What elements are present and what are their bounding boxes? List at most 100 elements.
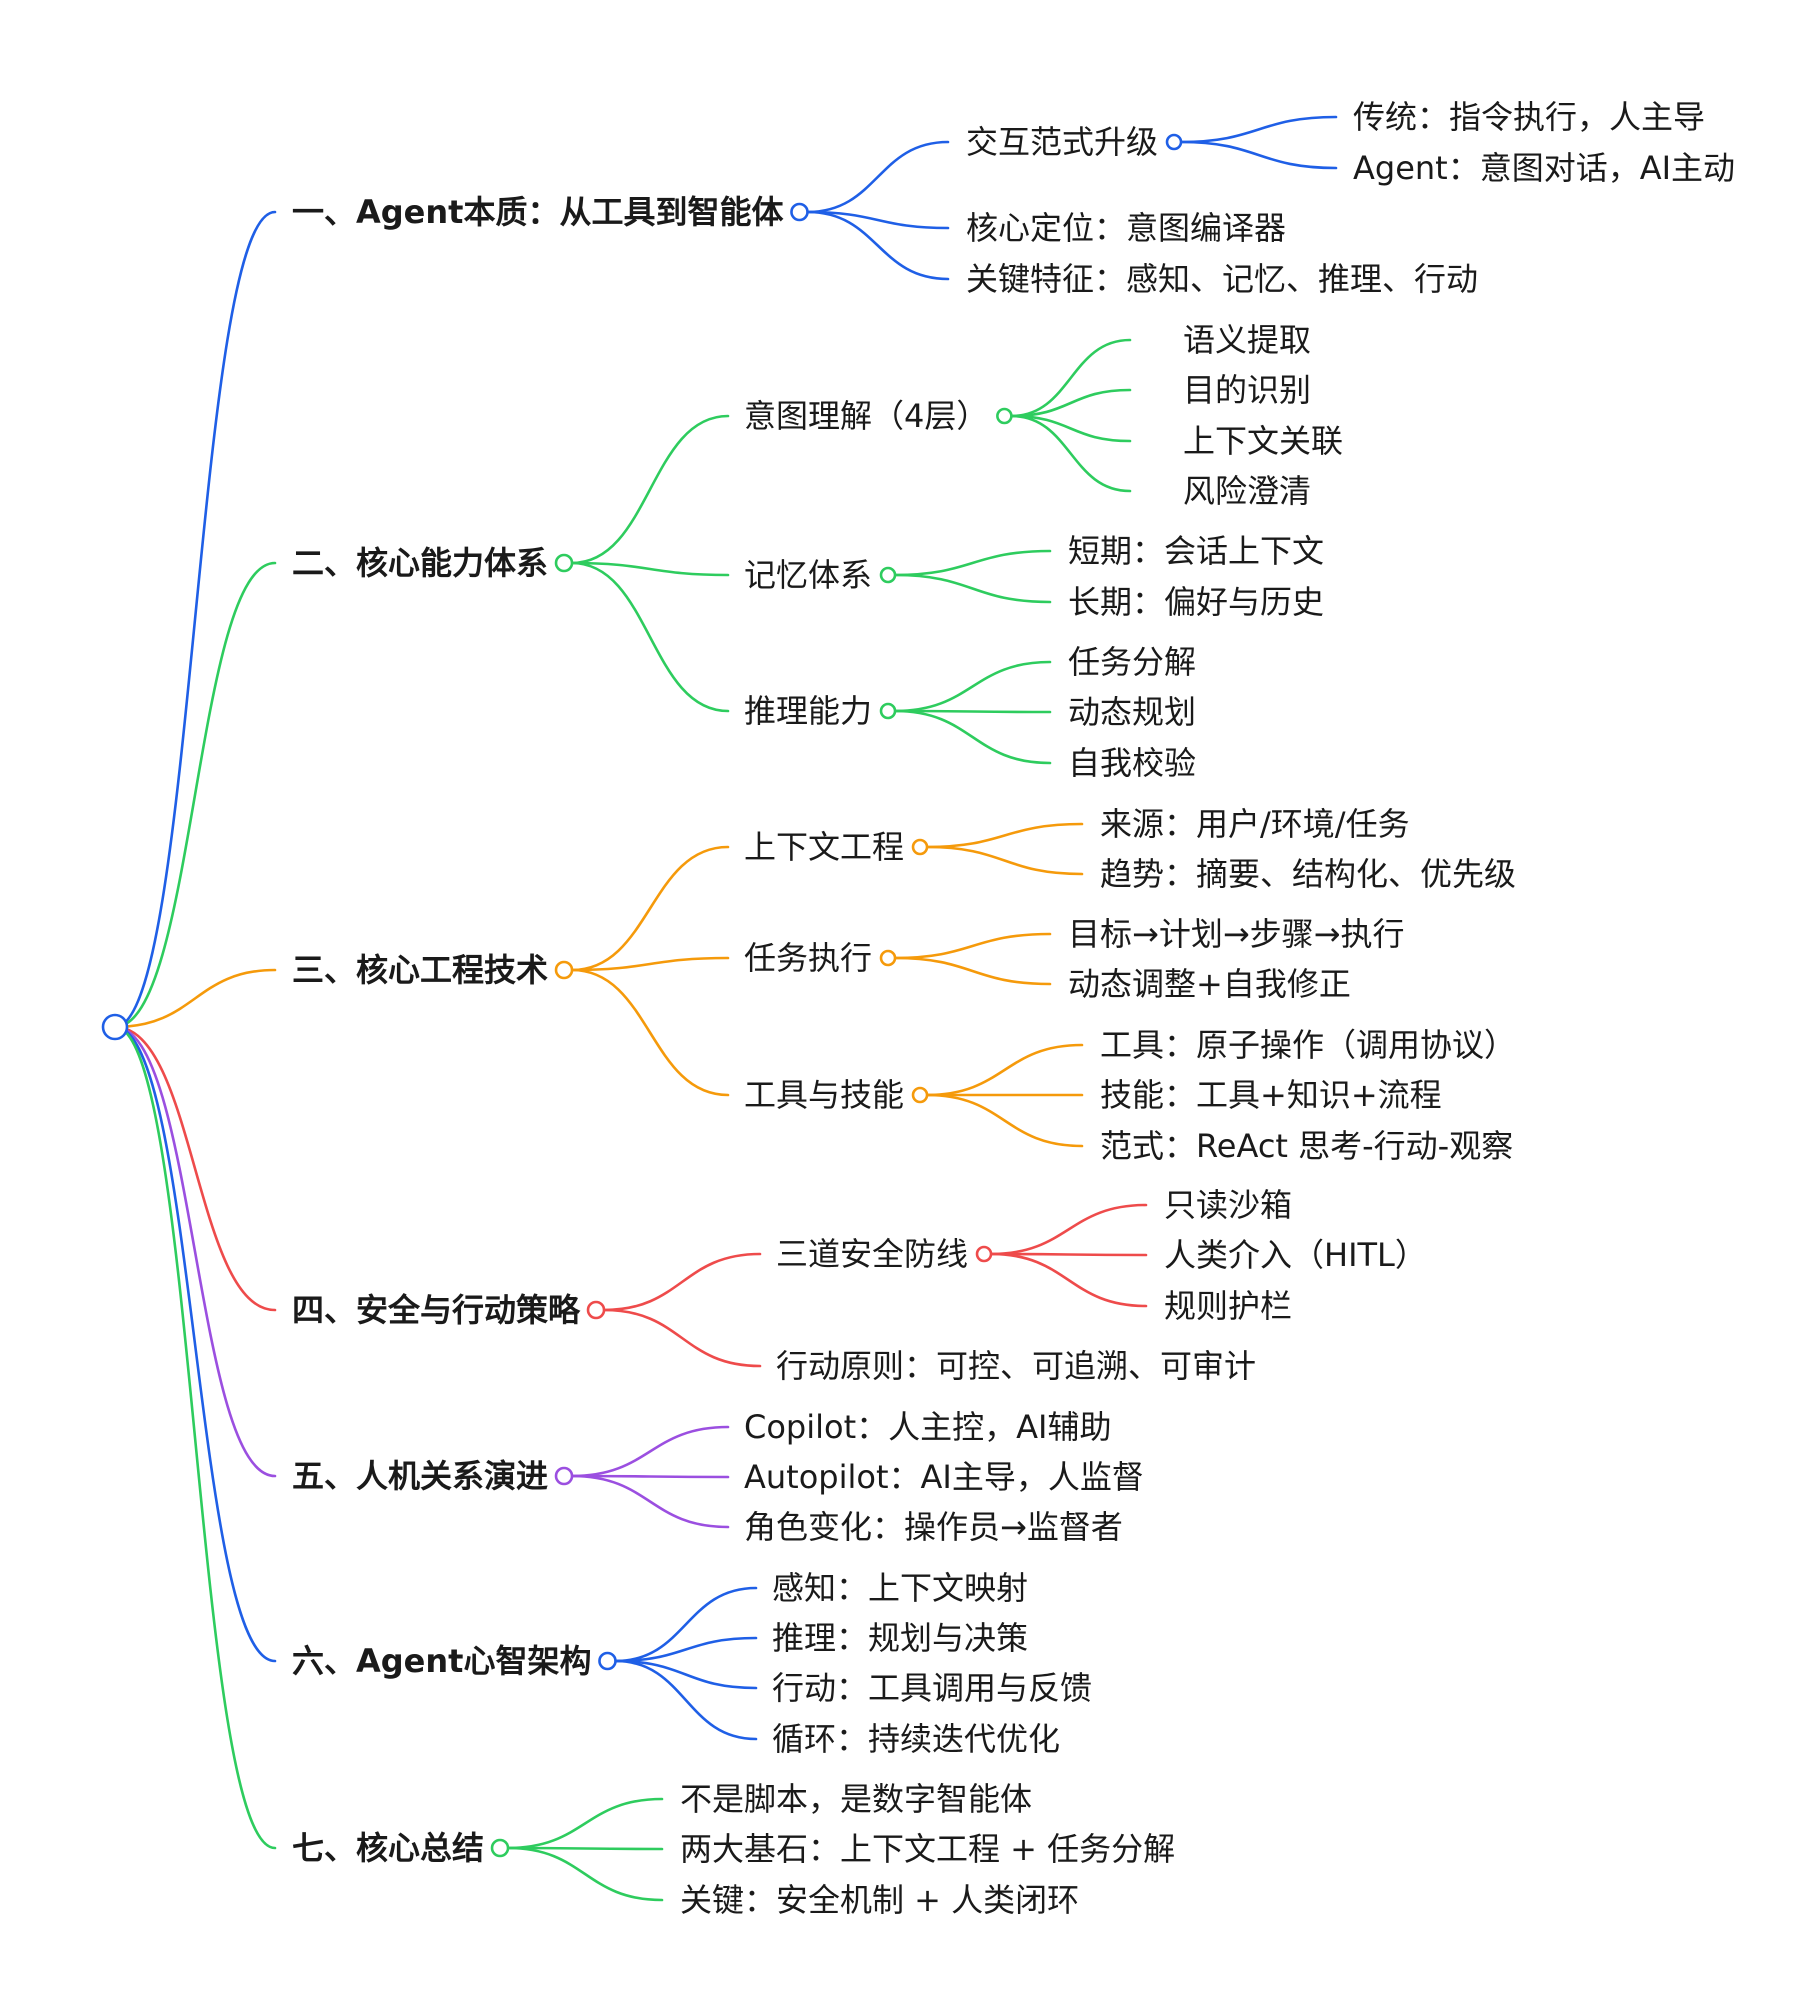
branch-3-item-3-sub-1[interactable]: 工具：原子操作（调用协议） [1100, 1026, 1517, 1064]
branch-2-item-1-sub-3[interactable]: 上下文关联 [1183, 422, 1344, 460]
connector-b1-c1-g1 [1179, 115, 1338, 144]
connector-b2-c1-g3 [1010, 414, 1132, 443]
branch-4-item-1-sub-2[interactable]: 人类介入（HITL） [1164, 1236, 1427, 1274]
branch-2-item-2-sub-2[interactable]: 长期：偏好与历史 [1068, 583, 1325, 621]
connector-b5-c1 [570, 1425, 730, 1478]
branch-6-label[interactable]: 六、Agent心智架构 [292, 1642, 592, 1680]
branch-5-item-2[interactable]: Autopilot：AI主导，人监督 [744, 1458, 1144, 1496]
connector-b2-c3-g3 [893, 709, 1052, 765]
connector-b3-c3-g3 [925, 1093, 1084, 1148]
branch-4-label[interactable]: 四、安全与行动策略 [292, 1291, 581, 1329]
connector-b4-c2 [602, 1308, 762, 1368]
branch-3-item-3[interactable]: 工具与技能 [744, 1076, 905, 1114]
branch-6-item-4[interactable]: 循环：持续迭代优化 [772, 1720, 1061, 1758]
branch-6-node[interactable] [598, 1651, 617, 1671]
branch-5-node[interactable] [554, 1466, 574, 1486]
connector-b2-c1-g2 [1010, 388, 1132, 418]
branch-2-item-1-sub-2[interactable]: 目的识别 [1183, 371, 1312, 409]
branch-7-item-1[interactable]: 不是脚本，是数字智能体 [680, 1780, 1033, 1818]
connector-b6-c4 [614, 1659, 758, 1741]
branch-2-item-1-sub-1[interactable]: 语义提取 [1183, 321, 1312, 359]
connector-b7-c1 [506, 1797, 664, 1850]
connector-root-branch-3 [113, 968, 277, 1029]
branch-3-item-1-node[interactable] [911, 838, 929, 856]
branch-2-item-1-node[interactable] [996, 407, 1013, 425]
branch-7-label[interactable]: 七、核心总结 [292, 1829, 485, 1867]
connector-b4-c1-g1 [989, 1203, 1148, 1256]
branch-4-item-1-node[interactable] [975, 1245, 993, 1263]
connector-root-branch-7 [113, 1025, 277, 1850]
connector-b2-c2 [570, 561, 730, 577]
branch-2-item-2-node[interactable] [879, 566, 897, 584]
branch-7-item-3[interactable]: 关键：安全机制 + 人类闭环 [680, 1881, 1080, 1919]
connector-b5-c3 [570, 1474, 730, 1529]
branch-3-item-3-sub-3[interactable]: 范式：ReAct 思考-行动-观察 [1100, 1127, 1514, 1165]
connector-b3-c1 [570, 845, 730, 972]
connector-b6-c1 [614, 1586, 758, 1663]
branch-2-item-3-node[interactable] [879, 702, 897, 720]
branch-5-item-1[interactable]: Copilot：人主控，AI辅助 [744, 1408, 1112, 1446]
branch-3-item-1[interactable]: 上下文工程 [744, 828, 905, 866]
connector-b7-c3 [506, 1846, 664, 1902]
branch-4-item-2[interactable]: 行动原则：可控、可追溯、可审计 [776, 1347, 1257, 1385]
branch-2-item-1[interactable]: 意图理解（4层） [744, 397, 989, 435]
branch-4-item-1-sub-1[interactable]: 只读沙箱 [1164, 1186, 1293, 1224]
branch-3-node[interactable] [554, 960, 574, 980]
connector-root-branch-5 [113, 1025, 277, 1478]
branch-6-item-2[interactable]: 推理：规划与决策 [772, 1619, 1029, 1657]
connector-b2-c3-g1 [893, 660, 1052, 713]
branch-7-node[interactable] [490, 1838, 510, 1858]
branch-6-item-3[interactable]: 行动：工具调用与反馈 [772, 1669, 1093, 1707]
branch-2-item-3-sub-2[interactable]: 动态规划 [1068, 693, 1197, 731]
branch-1-node[interactable] [790, 202, 809, 222]
branch-2-item-3-sub-3[interactable]: 自我校验 [1068, 744, 1197, 782]
branch-3-item-2[interactable]: 任务执行 [744, 939, 873, 977]
connector-b2-c1-g1 [1010, 338, 1132, 418]
branch-2-item-3[interactable]: 推理能力 [744, 692, 873, 730]
branch-3-item-2-sub-2[interactable]: 动态调整+自我修正 [1068, 965, 1351, 1003]
connector-b7-c2 [506, 1846, 664, 1851]
connector-b4-c1 [602, 1252, 762, 1312]
branch-2-item-2-sub-1[interactable]: 短期：会话上下文 [1068, 532, 1325, 570]
branch-1-item-1-node[interactable] [1165, 133, 1183, 151]
branch-7-item-2[interactable]: 两大基石：上下文工程 + 任务分解 [680, 1830, 1176, 1868]
connector-b6-c2 [614, 1636, 758, 1663]
branch-3-item-1-sub-2[interactable]: 趋势：摘要、结构化、优先级 [1100, 855, 1517, 893]
branch-1-item-2[interactable]: 核心定位：意图编译器 [966, 209, 1287, 247]
connector-b2-c1 [570, 414, 730, 565]
branch-2-item-2[interactable]: 记忆体系 [744, 556, 873, 594]
branch-1-item-1-sub-1[interactable]: 传统：指令执行，人主导 [1353, 98, 1706, 136]
connector-root-branch-6 [113, 1025, 277, 1663]
branch-1-label[interactable]: 一、Agent本质：从工具到智能体 [292, 193, 784, 231]
root-node[interactable] [101, 1013, 129, 1041]
branch-3-item-3-sub-2[interactable]: 技能：工具+知识+流程 [1100, 1076, 1442, 1114]
connector-b6-c3 [614, 1659, 758, 1690]
connector-b2-c2-g2 [893, 573, 1052, 604]
connector-b1-c1 [806, 140, 950, 214]
branch-2-item-3-sub-1[interactable]: 任务分解 [1068, 643, 1197, 681]
branch-4-node[interactable] [586, 1300, 606, 1320]
connector-b4-c1-g3 [989, 1252, 1148, 1308]
branch-5-item-3[interactable]: 角色变化：操作员→监督者 [744, 1508, 1123, 1546]
branch-1-item-3[interactable]: 关键特征：感知、记忆、推理、行动 [966, 260, 1479, 298]
branch-1-item-1[interactable]: 交互范式升级 [966, 123, 1159, 161]
connector-root-branch-1 [113, 210, 277, 1029]
branch-1-item-1-sub-2[interactable]: Agent：意图对话，AI主动 [1353, 149, 1736, 187]
branch-4-item-1-sub-3[interactable]: 规则护栏 [1164, 1287, 1293, 1325]
branch-5-label[interactable]: 五、人机关系演进 [292, 1457, 549, 1495]
branch-3-item-1-sub-1[interactable]: 来源：用户/环境/任务 [1100, 805, 1410, 843]
connector-root-branch-4 [113, 1025, 277, 1312]
connector-b3-c2-g2 [893, 956, 1052, 986]
connector-b2-c3 [570, 561, 730, 713]
branch-2-node[interactable] [554, 553, 574, 573]
branch-2-label[interactable]: 二、核心能力体系 [292, 544, 549, 582]
branch-3-item-2-sub-1[interactable]: 目标→计划→步骤→执行 [1068, 915, 1405, 953]
branch-3-label[interactable]: 三、核心工程技术 [292, 951, 549, 989]
branch-3-item-3-node[interactable] [911, 1086, 929, 1104]
branch-3-item-2-node[interactable] [879, 949, 897, 967]
branch-2-item-1-sub-4[interactable]: 风险澄清 [1183, 472, 1312, 510]
branch-6-item-1[interactable]: 感知：上下文映射 [772, 1569, 1029, 1607]
connector-b2-c1-g4 [1010, 414, 1132, 493]
branch-4-item-1[interactable]: 三道安全防线 [776, 1235, 969, 1273]
